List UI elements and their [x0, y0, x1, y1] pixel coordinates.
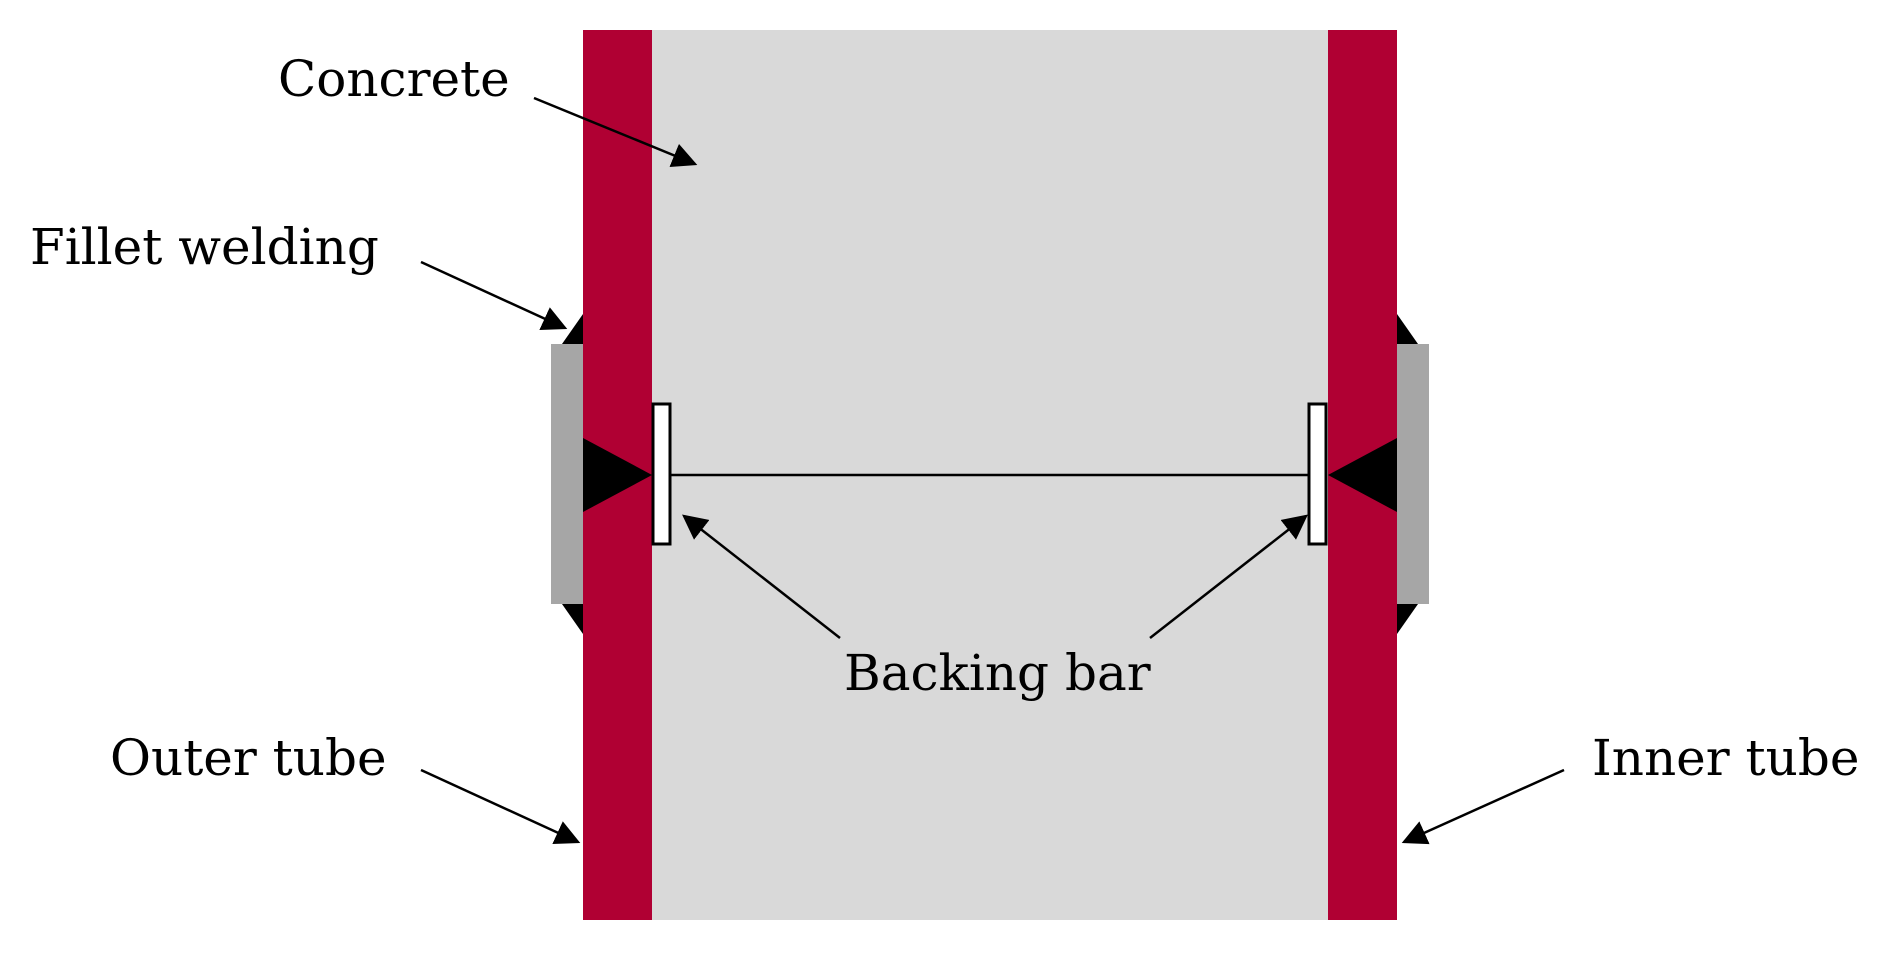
fillet-weld-right-top [1397, 314, 1418, 344]
butt-weld-left [583, 438, 652, 512]
fillet-welding-label: Fillet welding [30, 218, 379, 276]
right-splice-plate [1397, 344, 1429, 604]
backing-bar-right [1307, 402, 1328, 546]
fillet-weld-left-bottom [562, 604, 583, 634]
outer-tube-label: Outer tube [110, 729, 387, 787]
inner-tube-leader-arrow [1401, 768, 1565, 845]
inner-tube-label: Inner tube [1592, 729, 1860, 787]
fillet-welding-leader-arrow [420, 260, 568, 330]
fillet-weld-right-bottom [1397, 604, 1418, 634]
fillet-weld-left-top [562, 314, 583, 344]
outer-tube-leader-arrow [420, 768, 581, 844]
backing-bar-right-leader-arrow [1149, 514, 1308, 639]
concrete-label: Concrete [278, 50, 510, 108]
left-splice-plate [551, 344, 583, 604]
backing-bar-left [651, 402, 672, 546]
concrete-leader-arrow [533, 96, 698, 168]
butt-weld-right [1328, 438, 1397, 512]
backing-bar-label: Backing bar [844, 644, 1151, 702]
backing-bar-left-leader-arrow [682, 514, 841, 639]
